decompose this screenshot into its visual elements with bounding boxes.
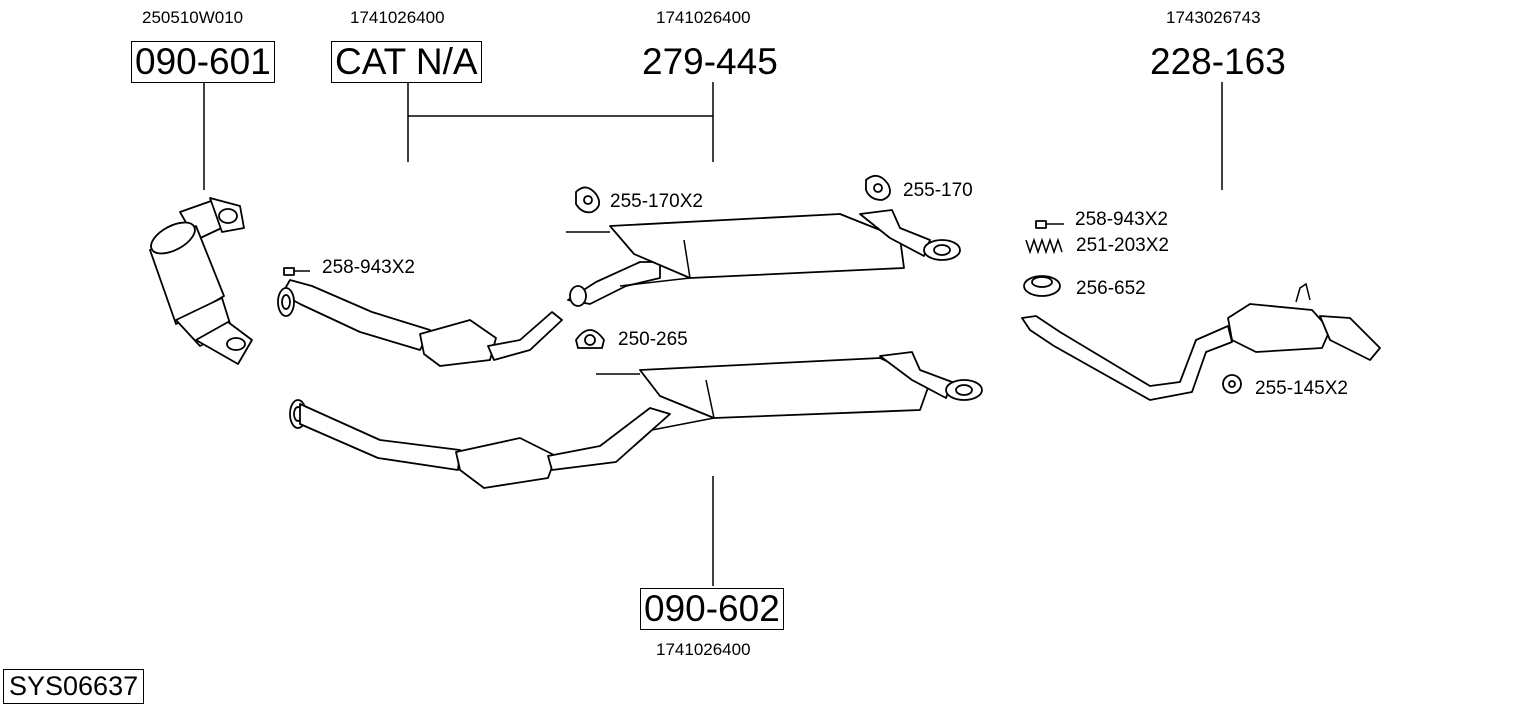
oem-number-090-602: 1741026400 (656, 640, 751, 659)
accessory-label-256-652[interactable]: 256-652 (1076, 278, 1146, 299)
hanger-drawing-1 (575, 186, 601, 214)
part-number-cat-na[interactable]: CAT N/A (331, 41, 482, 83)
clamp-drawing (575, 329, 605, 349)
part-number-090-601[interactable]: 090-601 (131, 41, 275, 83)
bolt-drawing-right (1035, 220, 1064, 229)
lower-pipe-catalyst-silencer-drawing (289, 351, 983, 489)
accessory-label-251-203x2[interactable]: 251-203X2 (1076, 235, 1169, 256)
accessory-label-258-943x2-right[interactable]: 258-943X2 (1075, 209, 1168, 230)
oem-number-090-601: 250510W010 (142, 8, 244, 27)
accessory-label-255-145x2[interactable]: 255-145X2 (1255, 378, 1348, 399)
accessory-label-250-265[interactable]: 250-265 (618, 329, 688, 350)
front-catalyst-drawing (149, 197, 253, 365)
part-number-090-602[interactable]: 090-602 (640, 588, 784, 630)
oem-number-228-163: 1743026743 (1166, 8, 1261, 27)
system-id-label: SYS06637 (3, 669, 145, 705)
right-pipe-catalyst-drawing (1021, 282, 1381, 401)
accessory-label-255-170[interactable]: 255-170 (903, 180, 973, 201)
upper-silencer-drawing (566, 209, 961, 307)
part-number-228-163[interactable]: 228-163 (1150, 41, 1286, 82)
upper-front-pipe-catalyst-drawing (277, 279, 563, 367)
oem-number-279-445: 1741026400 (656, 8, 751, 27)
rubber-mount-drawing (1222, 374, 1242, 394)
accessory-label-255-170x2[interactable]: 255-170X2 (610, 191, 703, 212)
part-number-279-445[interactable]: 279-445 (642, 41, 778, 82)
gasket-drawing (1023, 275, 1061, 297)
oem-number-cat-na: 1741026400 (350, 8, 445, 27)
hanger-drawing-2 (865, 174, 891, 201)
bolt-drawing-left (283, 267, 310, 276)
accessory-label-258-943x2-left[interactable]: 258-943X2 (322, 257, 415, 278)
spring-drawing (1025, 237, 1063, 255)
